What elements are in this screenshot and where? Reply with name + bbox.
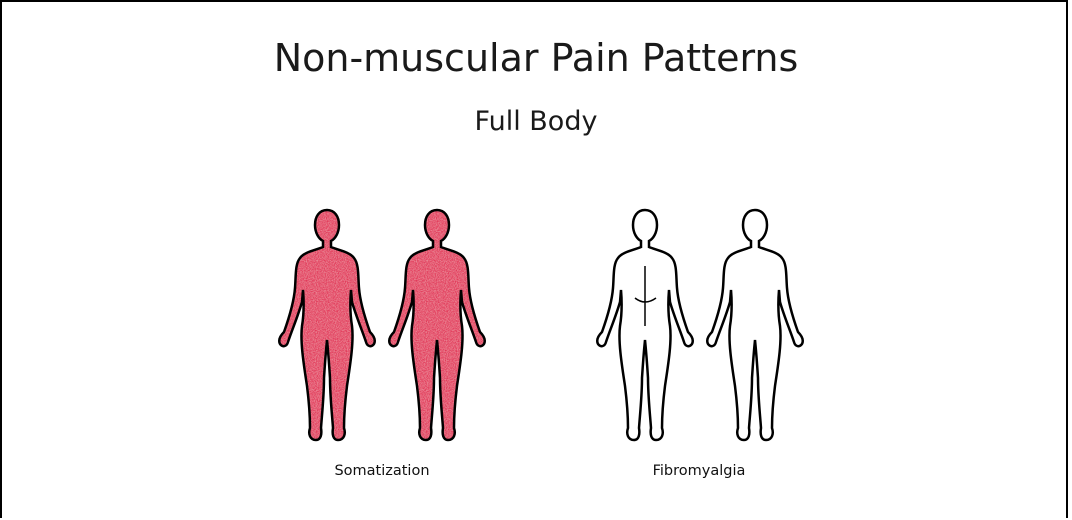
- fibromyalgia-label: Fibromyalgia: [599, 463, 799, 479]
- page-title: Non-muscular Pain Patterns: [0, 36, 1072, 80]
- somatization-back-body: [389, 210, 485, 440]
- somatization-figures: [270, 200, 510, 450]
- page-subtitle: Full Body: [0, 106, 1072, 137]
- fibromyalgia-front-body: [597, 210, 693, 440]
- fibromyalgia-back-body: [700, 206, 810, 441]
- somatization-body-diagram: [270, 200, 510, 450]
- fibromyalgia-body-diagram: [588, 200, 828, 450]
- fibromyalgia-figures: [588, 200, 828, 450]
- somatization-label: Somatization: [282, 463, 482, 479]
- somatization-front-body: [279, 210, 375, 440]
